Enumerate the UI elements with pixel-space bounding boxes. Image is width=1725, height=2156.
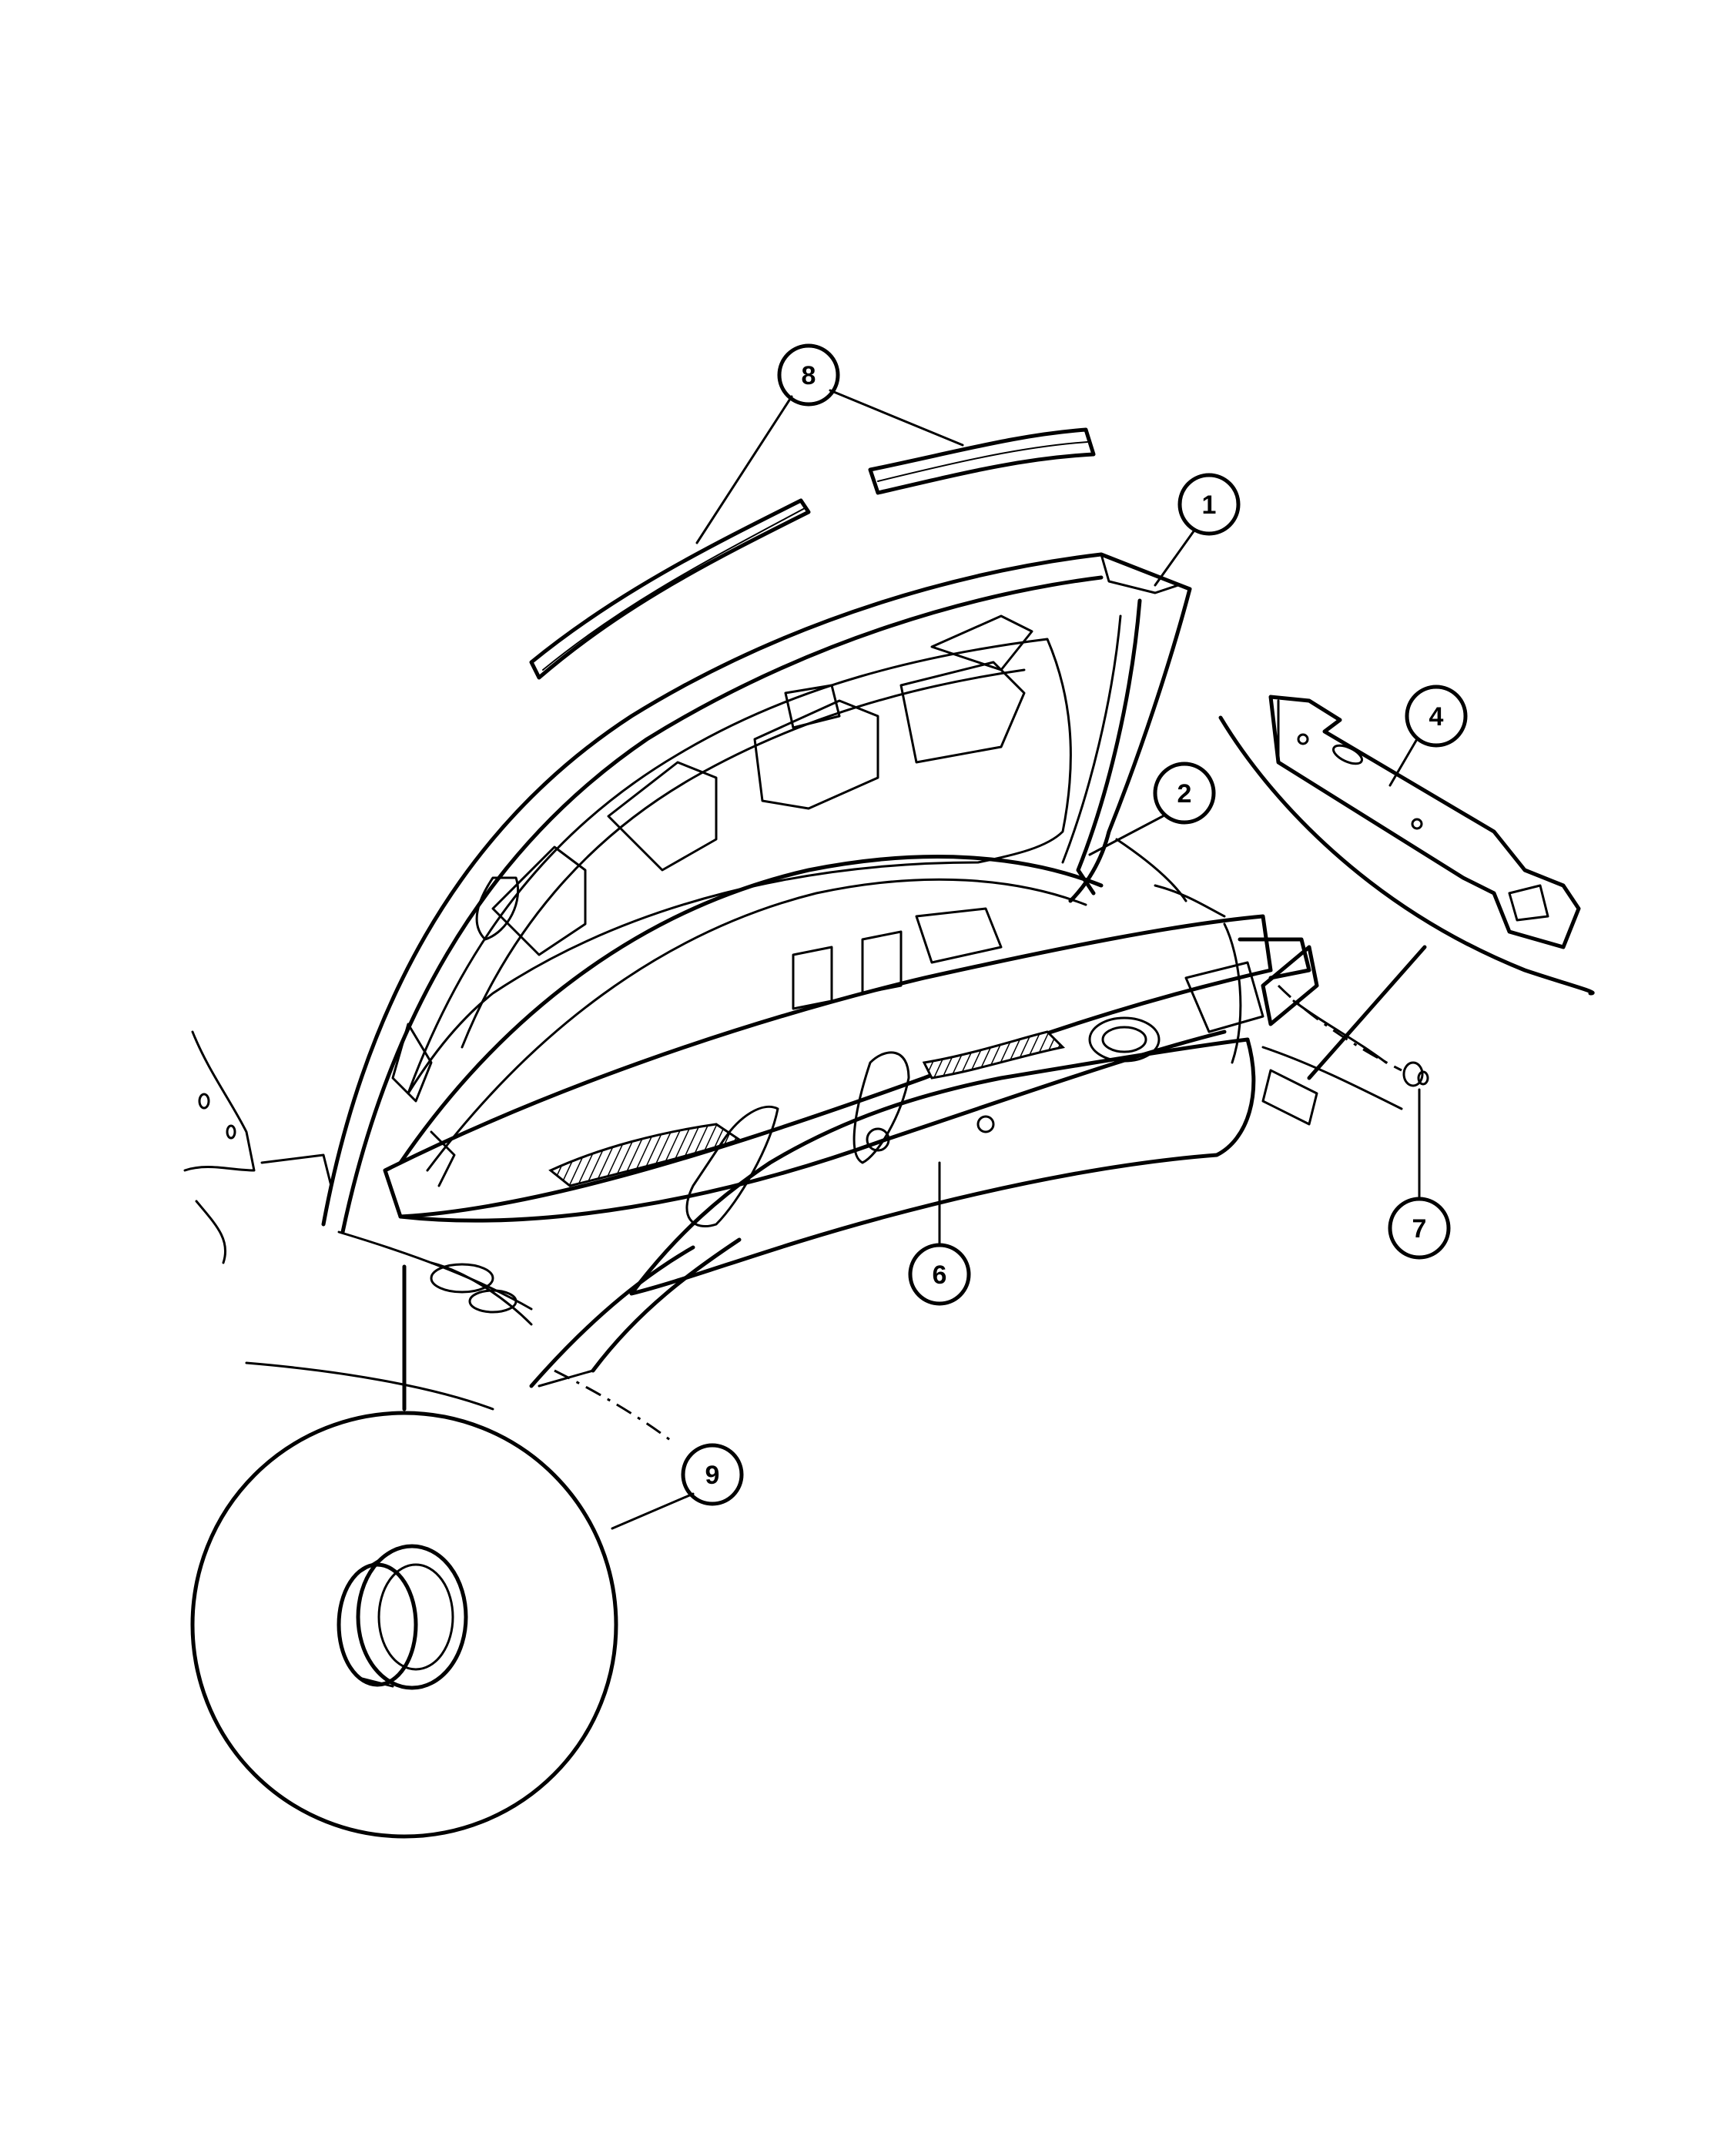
callout-label: 4: [1429, 702, 1444, 732]
callout-6: 6: [908, 1161, 971, 1306]
hood-bumper[interactable]: [337, 1544, 468, 1690]
callout-label: 7: [1412, 1214, 1427, 1244]
callout-4: 4: [1388, 685, 1468, 787]
callout-label: 9: [705, 1461, 720, 1490]
hood-seal-right[interactable]: [868, 427, 1096, 495]
callout-7: 7: [1388, 1088, 1451, 1260]
detail-bubble-bumper: [190, 1264, 618, 1839]
push-pin-fastener[interactable]: [1277, 984, 1429, 1087]
callout-label: 2: [1177, 779, 1192, 808]
callout-label: 8: [802, 361, 816, 390]
hood-panel[interactable]: [321, 552, 1192, 1234]
callout-8: 8: [695, 343, 964, 544]
hood-latch-support-bracket[interactable]: [1268, 695, 1581, 949]
callout-1: 1: [1154, 473, 1241, 587]
hood-seal-left[interactable]: [529, 498, 811, 680]
callout-9: 9: [611, 1443, 744, 1530]
callout-label: 6: [933, 1260, 947, 1290]
detail-bubble-bracket: [1218, 715, 1595, 1080]
body-context: [183, 838, 1403, 1441]
cowl-plenum-panel[interactable]: [383, 907, 1319, 1388]
callout-label: 1: [1202, 490, 1217, 520]
callout-2: 2: [1088, 762, 1216, 856]
